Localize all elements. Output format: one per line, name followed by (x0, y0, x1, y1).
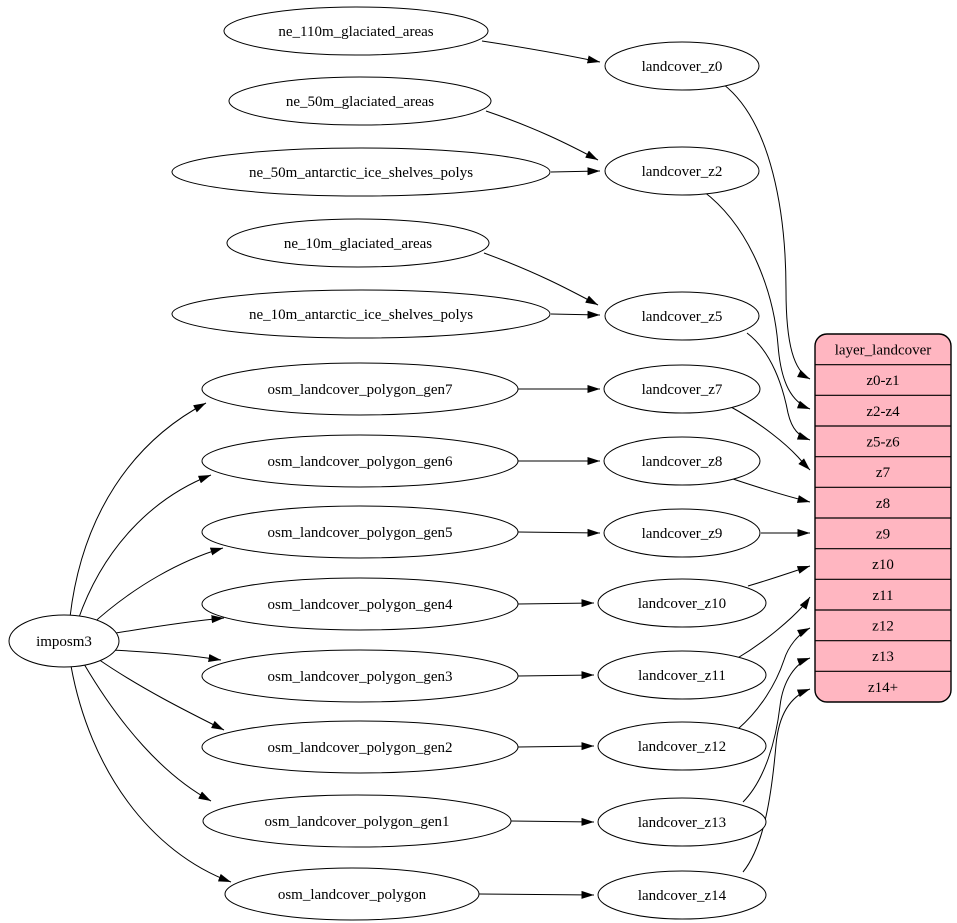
edge-ne-10m-antarctic-ice-shelves-polys-to-landcover-z5 (550, 310, 601, 319)
node-imposm3: imposm3 (8, 614, 120, 668)
table-layer-landcover: layer_landcover z0-z1 z2-z4 z5-z6 z7 z8 … (814, 333, 952, 703)
edge-landcover-z14-to-row-z14plus (742, 688, 811, 873)
edge-landcover-z5-to-row-z5-z6 (746, 332, 811, 441)
table-row-z12: z12 (872, 619, 894, 635)
node-label: ne_10m_antarctic_ice_shelves_polys (249, 307, 473, 323)
node-landcover-z14: landcover_z14 (597, 870, 767, 920)
edge-ne-110m-glaciated-areas-to-landcover-z0 (481, 40, 601, 64)
edge-layer (69, 40, 811, 899)
node-ne-50m-antarctic-ice-shelves-polys: ne_50m_antarctic_ice_shelves_polys (171, 147, 551, 197)
edge-landcover-z2-to-row-z2-z4 (702, 190, 811, 410)
node-landcover-z0: landcover_z0 (604, 41, 760, 91)
node-label: landcover_z11 (638, 668, 726, 684)
node-label: landcover_z2 (642, 164, 723, 180)
node-label: landcover_z5 (642, 309, 723, 325)
node-ne-110m-glaciated-areas: ne_110m_glaciated_areas (223, 6, 489, 56)
node-label: ne_10m_glaciated_areas (284, 236, 432, 252)
table-row-z7: z7 (876, 465, 891, 481)
node-label: landcover_z0 (642, 59, 723, 75)
node-label: osm_landcover_polygon_gen5 (268, 525, 453, 541)
node-osm-landcover-polygon-gen2: osm_landcover_polygon_gen2 (201, 720, 519, 774)
edge-osm-landcover-polygon-to-landcover-z14 (478, 890, 595, 899)
table-row-z9: z9 (876, 527, 890, 543)
node-landcover-z10: landcover_z10 (597, 578, 767, 628)
node-landcover-z13: landcover_z13 (597, 797, 767, 847)
node-label: imposm3 (36, 634, 92, 650)
node-landcover-z12: landcover_z12 (597, 721, 767, 771)
node-osm-landcover-polygon-gen5: osm_landcover_polygon_gen5 (201, 505, 519, 559)
node-landcover-z2: landcover_z2 (604, 146, 760, 196)
edge-landcover-z8-to-row-z8 (732, 478, 811, 503)
edge-imposm3-to-osm-landcover-polygon-gen1 (83, 663, 212, 802)
node-ne-10m-antarctic-ice-shelves-polys: ne_10m_antarctic_ice_shelves_polys (171, 289, 551, 339)
table-row-z13: z13 (872, 649, 894, 665)
node-label: landcover_z7 (642, 382, 723, 398)
node-osm-landcover-polygon-gen4: osm_landcover_polygon_gen4 (201, 577, 519, 631)
node-label: landcover_z10 (638, 596, 726, 612)
edge-ne-50m-antarctic-ice-shelves-polys-to-landcover-z2 (550, 167, 601, 176)
node-label: osm_landcover_polygon_gen3 (268, 669, 453, 685)
node-label: landcover_z14 (638, 888, 727, 904)
edge-osm-landcover-polygon-gen1-to-landcover-z13 (510, 817, 595, 826)
edge-imposm3-to-osm-landcover-polygon (70, 665, 232, 883)
node-label: osm_landcover_polygon_gen7 (268, 382, 453, 398)
table-row-z2-z4: z2-z4 (866, 404, 900, 420)
node-ne-10m-glaciated-areas: ne_10m_glaciated_areas (226, 218, 490, 268)
edge-ne-10m-glaciated-areas-to-landcover-z5 (483, 252, 599, 306)
table-row-z8: z8 (876, 496, 890, 512)
table-row-z14plus: z14+ (868, 680, 898, 696)
node-label: ne_50m_glaciated_areas (286, 94, 434, 110)
node-label: ne_110m_glaciated_areas (278, 24, 433, 40)
edge-landcover-z11-to-row-z11 (735, 596, 811, 660)
node-label: osm_landcover_polygon_gen6 (268, 454, 453, 470)
node-osm-landcover-polygon-gen1: osm_landcover_polygon_gen1 (202, 794, 512, 848)
table-row-z5-z6: z5-z6 (866, 435, 900, 451)
edge-imposm3-to-osm-landcover-polygon-gen5 (89, 547, 224, 627)
node-osm-landcover-polygon: osm_landcover_polygon (224, 867, 480, 921)
node-ne-50m-glaciated-areas: ne_50m_glaciated_areas (228, 76, 492, 126)
edge-ne-50m-glaciated-areas-to-landcover-z2 (485, 110, 599, 161)
node-osm-landcover-polygon-gen7: osm_landcover_polygon_gen7 (201, 362, 519, 416)
node-label: osm_landcover_polygon (278, 887, 427, 903)
edge-landcover-z10-to-row-z10 (747, 565, 811, 587)
table-title: layer_landcover (835, 343, 932, 359)
edge-landcover-z7-to-row-z7 (730, 406, 811, 471)
node-osm-landcover-polygon-gen3: osm_landcover_polygon_gen3 (201, 649, 519, 703)
node-label: osm_landcover_polygon_gen2 (268, 740, 453, 756)
node-label: osm_landcover_polygon_gen1 (265, 814, 450, 830)
node-label: landcover_z13 (638, 815, 726, 831)
node-label: osm_landcover_polygon_gen4 (268, 597, 453, 613)
node-landcover-z7: landcover_z7 (603, 364, 761, 414)
table-row-z11: z11 (872, 588, 893, 604)
edge-osm-landcover-polygon-gen2-to-landcover-z12 (517, 742, 595, 751)
edge-landcover-z0-to-row-z0-z1 (722, 83, 811, 380)
node-label: ne_50m_antarctic_ice_shelves_polys (249, 165, 473, 181)
node-landcover-z9: landcover_z9 (603, 508, 761, 558)
table-row-z0-z1: z0-z1 (866, 373, 899, 389)
node-landcover-z11: landcover_z11 (597, 650, 767, 700)
edge-imposm3-to-osm-landcover-polygon-gen2 (97, 658, 225, 731)
edge-osm-landcover-polygon-gen3-to-landcover-z11 (517, 671, 595, 680)
node-osm-landcover-polygon-gen6: osm_landcover_polygon_gen6 (201, 434, 519, 488)
edge-landcover-z13-to-row-z13 (742, 657, 811, 803)
edge-imposm3-to-osm-landcover-polygon-gen3 (109, 649, 222, 662)
edge-osm-landcover-polygon-gen4-to-landcover-z10 (517, 599, 595, 608)
node-landcover-z8: landcover_z8 (603, 436, 761, 486)
edge-landcover-z12-to-row-z12 (737, 627, 811, 730)
edge-imposm3-to-osm-landcover-polygon-gen7 (69, 402, 207, 618)
edge-osm-landcover-polygon-gen5-to-landcover-z9 (517, 528, 601, 537)
edge-imposm3-to-osm-landcover-polygon-gen6 (77, 474, 212, 621)
edge-imposm3-to-osm-landcover-polygon-gen4 (109, 615, 225, 635)
node-layer: imposm3 ne_110m_glaciated_areas ne_50m_g… (8, 6, 767, 921)
node-label: landcover_z8 (642, 454, 723, 470)
table-row-z10: z10 (872, 557, 894, 573)
node-label: landcover_z9 (642, 526, 723, 542)
node-label: landcover_z12 (638, 739, 726, 755)
node-landcover-z5: landcover_z5 (604, 291, 760, 341)
